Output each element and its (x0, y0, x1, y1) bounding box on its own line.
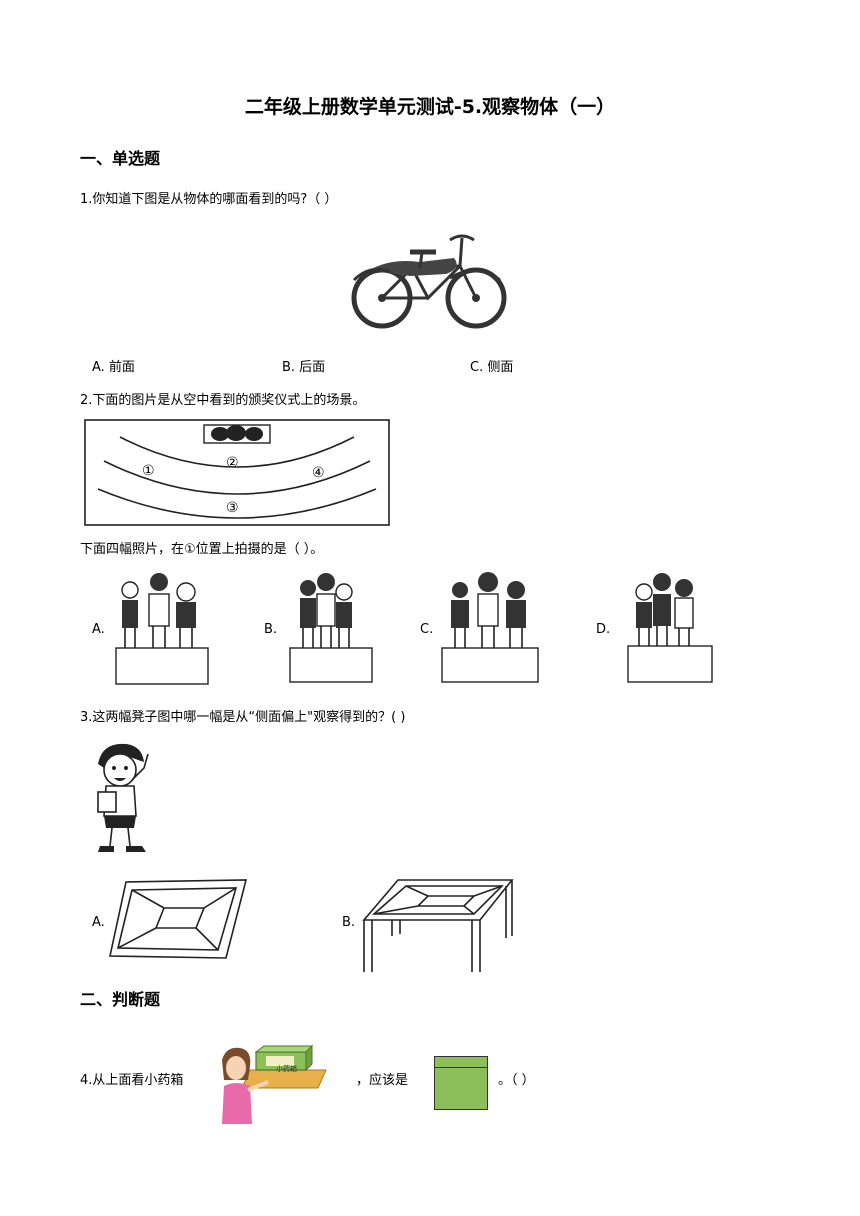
q2-option-d[interactable]: D. (596, 622, 611, 637)
position-label-1: ① (142, 463, 155, 479)
question-4-text: 4.从上面看小药箱 (80, 1073, 184, 1088)
q3-option-b[interactable]: B. (342, 915, 356, 930)
question-4-mid-text: ，应该是 (356, 1073, 409, 1088)
girl-with-medicine-box-image (222, 1044, 327, 1124)
boy-cartoon-image (97, 743, 149, 852)
top-view-line (435, 1067, 487, 1068)
position-label-3: ③ (226, 500, 239, 516)
question-4-end-text: 。（ ） (498, 1073, 535, 1088)
section-heading-true-false: 二、判断题 (80, 990, 161, 1009)
q2-option-c[interactable]: C. (420, 622, 434, 637)
q1-option-a[interactable]: A. 前面 (92, 360, 135, 375)
q2-option-a[interactable]: A. (92, 622, 105, 637)
stool-option-a-image (109, 879, 248, 959)
section-heading-single-choice: 一、单选题 (80, 149, 161, 168)
photo-option-d (627, 573, 713, 683)
stool-option-b-image (362, 879, 514, 972)
q1-option-b[interactable]: B. 后面 (282, 360, 326, 375)
top-view-square (434, 1056, 488, 1110)
question-2-text: 2.下面的图片是从空中看到的颁奖仪式上的场景。 (80, 393, 366, 408)
question-1-text: 1.你知道下图是从物体的哪面看到的吗?（ ） (80, 192, 338, 207)
medicine-box-label: 小药箱 (276, 1065, 297, 1073)
photo-option-a (115, 573, 209, 685)
award-ceremony-diagram (84, 419, 390, 526)
photo-option-b (289, 573, 373, 683)
page-title: 二年级上册数学单元测试-5.观察物体（一） (244, 96, 616, 118)
bicycle-image (351, 234, 507, 329)
q1-option-c[interactable]: C. 侧面 (470, 360, 514, 375)
question-3-text: 3.这两幅凳子图中哪一幅是从“侧面偏上"观察得到的？( ) (80, 710, 406, 725)
q3-option-a[interactable]: A. (92, 915, 105, 930)
photo-option-c (441, 572, 539, 683)
position-label-2: ② (226, 455, 239, 471)
q2-option-b[interactable]: B. (264, 622, 278, 637)
question-2-subtext: 下面四幅照片，在①位置上拍摄的是（ ）。 (80, 542, 324, 557)
position-label-4: ④ (312, 465, 325, 481)
